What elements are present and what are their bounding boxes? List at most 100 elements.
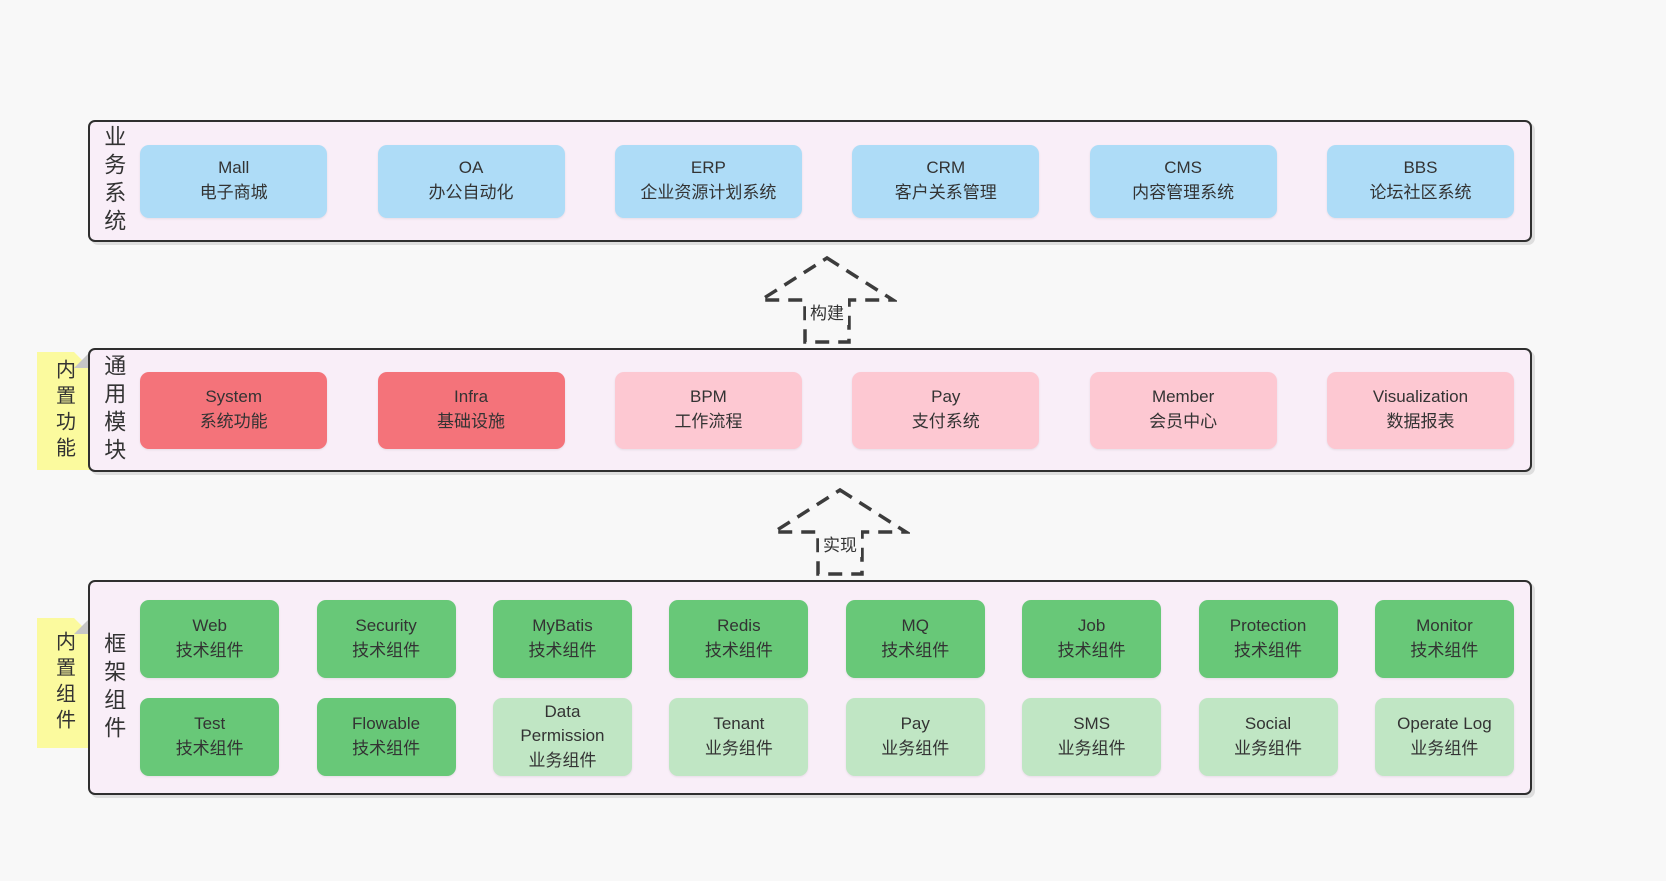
box-infra: Infra 基础设施 [377,371,565,449]
box-title: Flowable [352,713,421,733]
panel-label-framework-components: 框架组件 [101,631,127,744]
box-title: ERP [690,158,726,178]
box-subtitle: 业务组件 [1057,738,1126,758]
panel-label-common-modules: 通用模块 [101,354,127,466]
framework-row-2: Test 技术组件 Flowable 技术组件 Data Permission … [140,697,1514,776]
box-title: MQ [901,615,929,635]
box-subtitle: 技术组件 [1234,640,1303,660]
box-subtitle: 技术组件 [352,738,421,758]
box-subtitle: 会员中心 [1149,412,1218,431]
box-title: Web [192,615,228,635]
box-title: SMS [1073,713,1111,733]
box-pay: Pay 支付系统 [852,371,1040,449]
box-title: CMS [1164,158,1203,178]
box-member: Member 会员中心 [1089,371,1277,449]
sticky-note-built-in-components: 内置组件 [37,618,90,748]
box-subtitle: 工作流程 [674,412,743,431]
box-operate-log: Operate Log 业务组件 [1374,697,1514,776]
sticky-fold-corner [74,352,90,368]
sticky-note-built-in-features: 内置功能 [37,352,90,470]
box-erp: ERP 企业资源计划系统 [614,144,802,218]
arrow-implement: 实现 [770,486,910,578]
box-title: Tenant [713,713,765,733]
box-mq: MQ 技术组件 [845,599,985,678]
box-title: MyBatis [532,615,593,635]
box-subtitle: 技术组件 [175,738,244,758]
box-web: Web 技术组件 [140,599,280,678]
arrow-implement-label: 实现 [819,530,861,557]
panel-business-boxes: Mall 电子商城 OA 办公自动化 ERP 企业资源计划系统 CRM 客户关系… [140,144,1514,218]
box-system: System 系统功能 [140,371,328,449]
box-subtitle: 电子商城 [199,183,268,202]
box-subtitle: 系统功能 [199,412,268,431]
sticky-label: 内置组件 [52,631,75,735]
box-title: Operate Log [1397,713,1492,733]
box-title: Member [1151,387,1215,407]
box-subtitle: 客户关系管理 [894,183,997,202]
box-oa: OA 办公自动化 [377,144,565,218]
box-monitor: Monitor 技术组件 [1374,599,1514,678]
box-title: System [205,387,263,407]
box-subtitle: 技术组件 [175,640,244,660]
arrow-build: 构建 [757,254,897,346]
box-bbs: BBS 论坛社区系统 [1326,144,1514,218]
box-subtitle: 业务组件 [881,738,950,758]
box-subtitle: 技术组件 [528,640,597,660]
box-cms: CMS 内容管理系统 [1089,144,1277,218]
box-flowable: Flowable 技术组件 [316,697,456,776]
box-title: Pay [931,387,961,407]
box-title: Infra [454,387,489,407]
box-subtitle: 技术组件 [1057,640,1126,660]
box-crm: CRM 客户关系管理 [852,144,1040,218]
box-data-permission: Data Permission 业务组件 [492,697,632,776]
box-protection: Protection 技术组件 [1198,599,1338,678]
box-title: Monitor [1416,615,1473,635]
box-title: Social [1244,713,1292,733]
box-subtitle: 技术组件 [352,640,421,660]
box-title: BBS [1403,158,1438,178]
box-bpm: BPM 工作流程 [614,371,802,449]
panel-framework-rows: Web 技术组件 Security 技术组件 MyBatis 技术组件 Redi… [140,599,1514,776]
box-sms: SMS 业务组件 [1022,697,1162,776]
box-visualization: Visualization 数据报表 [1326,371,1514,449]
box-title: Job [1077,615,1106,635]
panel-common-modules: 通用模块 System 系统功能 Infra 基础设施 BPM 工作流程 Pay… [88,348,1532,472]
box-title: Mall [218,158,250,178]
box-subtitle: 技术组件 [1410,640,1479,660]
box-subtitle: 数据报表 [1386,412,1455,431]
panel-framework-components: 框架组件 Web 技术组件 Security 技术组件 MyBatis 技术组件… [88,580,1532,795]
panel-label-business-systems: 业务系统 [101,125,127,237]
box-subtitle: 业务组件 [528,750,597,770]
box-subtitle: 技术组件 [704,640,773,660]
box-title: OA [458,158,484,178]
box-subtitle: 支付系统 [911,412,980,431]
box-title: Visualization [1372,387,1469,407]
box-security: Security 技术组件 [316,599,456,678]
box-title: Protection [1229,615,1307,635]
box-subtitle: 内容管理系统 [1132,183,1235,202]
box-social: Social 业务组件 [1198,697,1338,776]
box-subtitle: 业务组件 [704,738,773,758]
up-arrow-shape [770,487,910,576]
framework-row-1: Web 技术组件 Security 技术组件 MyBatis 技术组件 Redi… [140,599,1514,678]
panel-common-boxes: System 系统功能 Infra 基础设施 BPM 工作流程 Pay 支付系统… [140,371,1514,449]
box-mall: Mall 电子商城 [140,144,328,218]
box-title: BPM [689,387,727,407]
sticky-fold-corner [74,618,90,634]
up-arrow-shape [757,255,897,344]
arrow-build-label: 构建 [806,298,848,325]
box-subtitle: 办公自动化 [428,183,514,202]
box-title: CRM [926,158,966,178]
box-title: Redis [717,615,761,635]
box-mybatis: MyBatis 技术组件 [492,599,632,678]
box-tenant: Tenant 业务组件 [669,697,809,776]
sticky-label: 内置功能 [52,359,75,463]
box-title: Test [194,713,226,733]
box-title: Security [355,615,417,635]
box-subtitle: 企业资源计划系统 [640,183,777,202]
box-subtitle: 基础设施 [437,412,506,431]
box-test: Test 技术组件 [140,697,280,776]
box-subtitle: 业务组件 [1234,738,1303,758]
box-pay-component: Pay 业务组件 [845,697,985,776]
